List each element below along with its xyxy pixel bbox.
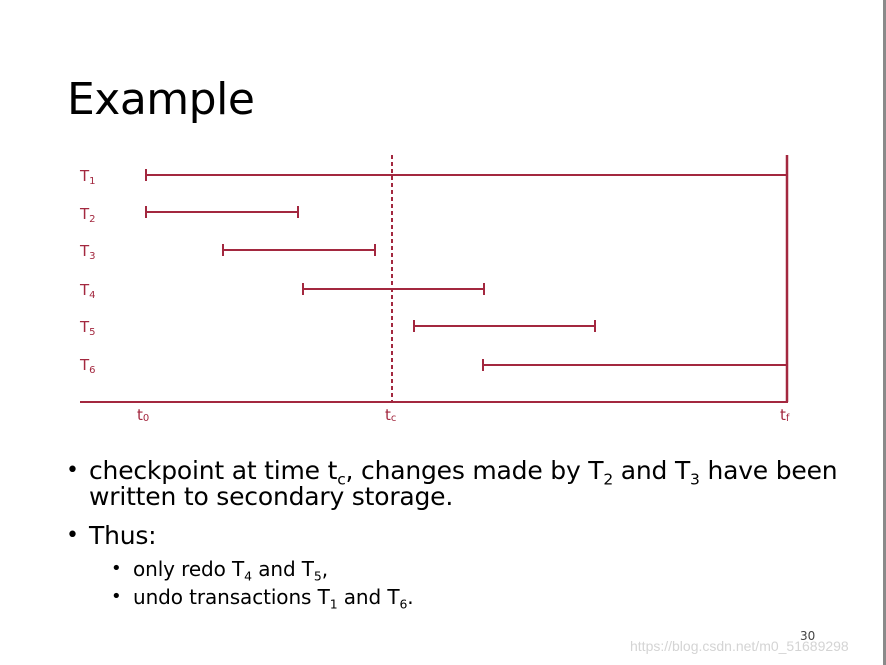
transaction-label-t2: T2	[79, 205, 96, 225]
transaction-label-t3: T3	[79, 242, 96, 262]
bullet-dot: •	[66, 458, 79, 483]
transaction-bar-t1	[145, 169, 787, 181]
time-label-tf: tf	[780, 406, 790, 424]
bullet-checkpoint-text: checkpoint at time tc, changes made by T…	[89, 456, 838, 511]
bullet-dot: •	[111, 586, 122, 607]
slide-title: Example	[67, 74, 255, 125]
transaction-bar-t2	[145, 206, 299, 218]
transaction-bar-t3	[222, 244, 376, 256]
transaction-bar-t5	[413, 320, 596, 332]
transaction-label-t4: T4	[79, 281, 96, 301]
time-label-tc: tc	[385, 406, 396, 424]
transaction-label-t6: T6	[79, 356, 96, 376]
bullet-dot: •	[66, 523, 79, 548]
watermark: https://blog.csdn.net/m0_51689298	[630, 638, 849, 654]
time-label-t0: t0	[137, 406, 149, 424]
transaction-label-t5: T5	[79, 318, 96, 338]
transaction-timeline-diagram: T1 T2 T3 T4 T5 T6 t0 tc tf	[79, 155, 790, 424]
page-number: 30	[800, 629, 816, 643]
transaction-bar-t6	[482, 359, 787, 371]
sub-bullet-redo-text: only redo T4 and T5,	[133, 557, 328, 584]
bullet-dot: •	[111, 558, 122, 579]
sub-bullet-undo-text: undo transactions T1 and T6.	[133, 585, 414, 612]
transaction-bar-t4	[302, 283, 485, 295]
slide-right-border	[883, 0, 886, 665]
bullet-thus-text: Thus:	[89, 521, 157, 550]
transaction-label-t1: T1	[79, 167, 96, 187]
